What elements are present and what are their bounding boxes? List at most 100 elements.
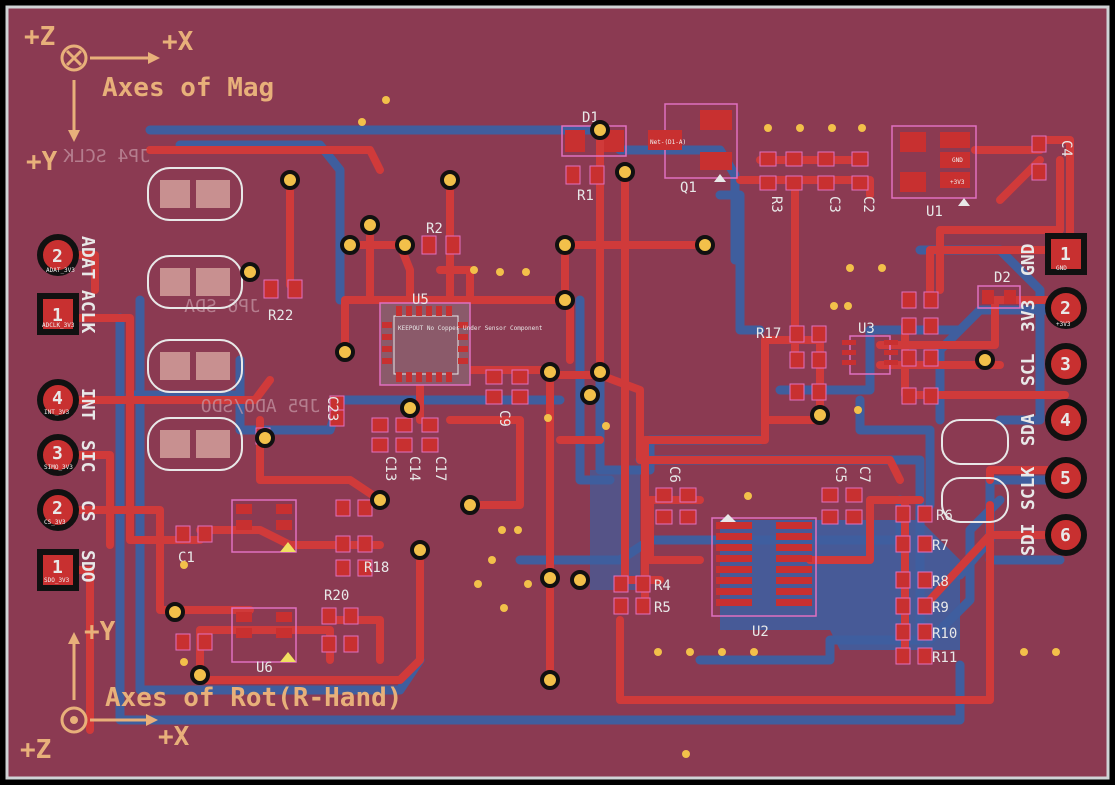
left-bot-pin4-net: INT_3V3 [44, 409, 70, 416]
axes-mag-z: +Z [24, 22, 55, 52]
via [360, 215, 380, 235]
right-pin3-label: SCL [1018, 353, 1039, 386]
axes-rot-z: +Z [20, 735, 51, 765]
r9-designator: R9 [932, 600, 949, 616]
right-pin2-label: 3V3 [1018, 299, 1039, 332]
test-point [718, 648, 726, 656]
r8-designator: R8 [932, 574, 949, 590]
via [540, 568, 560, 588]
left-bot-pin4-label: INT [77, 388, 98, 421]
vias [165, 120, 995, 690]
d2-designator: D2 [994, 270, 1011, 286]
u1-designator: U1 [926, 204, 943, 220]
left-bot-pin2-net: CS_3V3 [44, 519, 66, 526]
axes-mag-marker: +Z +X +Y Axes of Mag [24, 22, 274, 177]
axes-mag-y: +Y [26, 147, 58, 177]
solder-jumpers [147, 167, 1009, 523]
axes-mag-x: +X [162, 27, 194, 57]
left-top-pin1-num: 1 [52, 305, 63, 326]
r4-designator: R4 [654, 578, 671, 594]
via [240, 262, 260, 282]
axes-rot-marker: +Y +Z +X Axes of Rot(R-Hand) [20, 617, 402, 765]
c17-designator: C17 [432, 456, 448, 481]
left-top-pin2-net: ADAT_3V3 [46, 267, 75, 274]
test-point [750, 648, 758, 656]
left-bot-pin3-net: SIMO_3V3 [44, 464, 73, 471]
u2-designator: U2 [752, 624, 769, 640]
left-header-bottom: 4 3 2 1 INT_3V3 SIMO_3V3 CS_3V3 SDO_3V3 … [37, 379, 98, 591]
via [280, 170, 300, 190]
u3-footprint: U3 [842, 321, 898, 375]
test-point [602, 422, 610, 430]
test-point [1020, 648, 1028, 656]
test-point [180, 658, 188, 666]
u1-footprint: U1 GND +3V3 [891, 125, 977, 220]
via [190, 665, 210, 685]
r17-designator: R17 [756, 326, 781, 342]
test-point [654, 648, 662, 656]
into-page-icon [60, 44, 88, 72]
test-point [682, 750, 690, 758]
c7-designator: C7 [856, 466, 872, 483]
test-point [358, 118, 366, 126]
test-points [180, 96, 1060, 758]
q1-designator: Q1 [680, 180, 697, 196]
c23-designator: C23 [324, 396, 340, 421]
right-pin4-num: 4 [1060, 410, 1071, 431]
via [555, 235, 575, 255]
u6-footprint: U6 [231, 607, 297, 676]
r7-designator: R7 [932, 538, 949, 554]
test-point [796, 124, 804, 132]
u4-footprint [231, 499, 297, 553]
left-bot-pin3-num: 3 [52, 443, 63, 464]
test-point [830, 302, 838, 310]
via [370, 490, 390, 510]
via [335, 342, 355, 362]
right-pin3-num: 3 [1060, 354, 1071, 375]
passives [175, 135, 1047, 665]
bottom-pour-left [590, 470, 640, 590]
u5-designator: U5 [412, 292, 429, 308]
test-point [858, 124, 866, 132]
via [540, 362, 560, 382]
right-pin1-label: GND [1018, 243, 1039, 276]
via [590, 120, 610, 140]
jumper-label-2: JP6 SDA [184, 296, 260, 317]
test-point [180, 561, 188, 569]
test-point [828, 124, 836, 132]
via [695, 235, 715, 255]
right-pin5-num: 5 [1060, 468, 1071, 489]
u3-designator: U3 [858, 321, 875, 337]
r20-designator: R20 [324, 588, 349, 604]
via [580, 385, 600, 405]
top-copper-layer [56, 126, 1074, 734]
test-point [488, 556, 496, 564]
via [395, 235, 415, 255]
via [810, 405, 830, 425]
designator-labels: R1 R2 R22 R3 C3 C2 C4 R17 C9 C13 C14 C17… [178, 140, 1074, 666]
via [255, 428, 275, 448]
test-point [846, 264, 854, 272]
via [570, 570, 590, 590]
out-of-page-icon [60, 706, 88, 734]
left-top-pin2-label: ADAT [77, 236, 98, 280]
c2-designator: C2 [860, 196, 876, 213]
c9-designator: C9 [496, 410, 512, 427]
left-top-pin2-num: 2 [52, 246, 63, 267]
r2-designator: R2 [426, 221, 443, 237]
left-bot-pin3-label: SIC [77, 440, 98, 473]
via [440, 170, 460, 190]
test-point [744, 492, 752, 500]
via [165, 602, 185, 622]
c6-designator: C6 [666, 466, 682, 483]
test-point [878, 264, 886, 272]
test-point [498, 526, 506, 534]
left-bot-pin1-num: 1 [52, 557, 63, 578]
r18-designator: R18 [364, 560, 389, 576]
via [590, 362, 610, 382]
test-point [522, 268, 530, 276]
right-header: 1 2 3 4 5 6 GND +3V3 GND 3V3 SCL SDA SCL… [1018, 233, 1087, 556]
left-bot-pin4-num: 4 [52, 388, 63, 409]
right-pin5-label: SCLK [1018, 466, 1039, 510]
